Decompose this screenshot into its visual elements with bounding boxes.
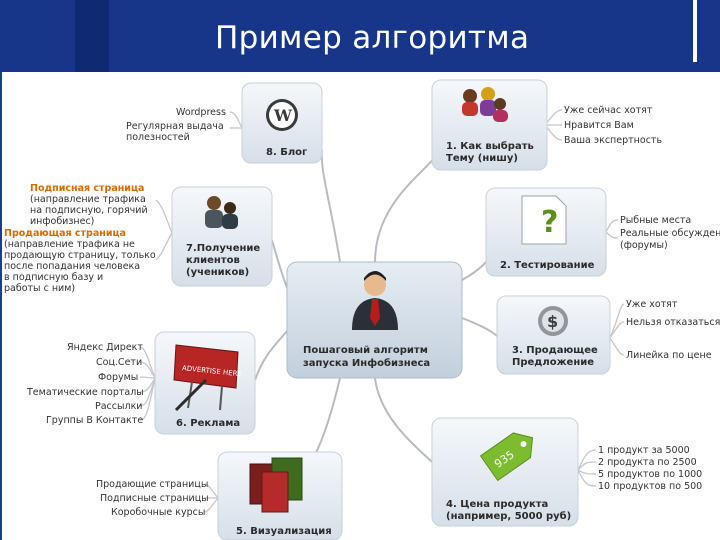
n3-leaf-2: Нельзя отказаться — [626, 317, 720, 328]
n8-leaf-1: Wordpress — [176, 107, 226, 118]
header-left-block — [0, 0, 75, 72]
n7-leaf-3: на подписную, горячий — [30, 205, 148, 216]
node-2-line-1: 2. Тестирование — [500, 260, 595, 271]
node-7-line-3: (учеников) — [186, 267, 249, 278]
n7-leaf-10: работы с ним) — [4, 283, 75, 294]
n1-leaf-2: Нравится Вам — [564, 120, 634, 131]
n2-leaf-1: Рыбные места — [620, 215, 691, 226]
svg-text:W: W — [273, 106, 293, 125]
dollar-gear-icon: $ — [538, 306, 568, 336]
people-group-icon — [462, 87, 508, 122]
node-8: W 8. Блог — [241, 82, 323, 164]
n4-leaf-1: 1 продукт за 5000 — [598, 445, 690, 456]
n6-leaf-3: Форумы — [98, 372, 138, 383]
n3-leaf-3: Линейка по цене — [626, 350, 712, 361]
node-7: 7.Получение клиентов (учеников) — [171, 186, 273, 287]
businessman-icon — [352, 271, 398, 330]
n1-leaf-3: Ваша экспертность — [564, 135, 662, 146]
node-4: 935 4. Цена продукта (например, 5000 руб… — [431, 417, 579, 527]
wordpress-icon: W — [266, 99, 298, 131]
node-1-line-2: Тему (нишу) — [446, 153, 518, 164]
n5-leaf-3: Коробочные курсы — [111, 507, 205, 518]
boxed-product-icon — [249, 457, 303, 513]
n2-leaf-2: Реальные обсуждения — [620, 228, 720, 239]
n2-leaf-3: (форумы) — [620, 240, 668, 251]
node-4-line-2: (например, 5000 руб) — [446, 510, 571, 522]
n6-leaf-2: Соц.Сети — [96, 357, 142, 368]
header-separator — [75, 0, 109, 72]
center-line-2: запуска Инфобизнеса — [303, 357, 430, 369]
n6-leaf-4: Тематические порталы — [26, 387, 144, 398]
node-2: ? 2. Тестирование — [485, 187, 607, 277]
branch-4 — [374, 377, 433, 463]
n4-leaf-2: 2 продукта по 2500 — [598, 457, 697, 468]
node-5-line-1: 5. Визуализация — [236, 526, 332, 537]
center-node: Пошаговый алгоритм запуска Инфобизнеса — [286, 261, 463, 379]
node-3-line-2: Предложение — [512, 357, 594, 368]
slide-title: Пример алгоритма — [215, 20, 530, 56]
branch-6 — [254, 329, 289, 381]
mindmap: 1. Как выбрать Тему (нишу) Уже сейчас хо… — [4, 79, 720, 540]
n5-leaf-1: Продающие страницы — [96, 479, 208, 490]
n7-leaf-6: (направление трафика не — [4, 239, 135, 250]
svg-text:$: $ — [547, 312, 558, 331]
n7-leaf-2: (направление трафика — [30, 194, 146, 205]
node-3-line-1: 3. Продающее — [512, 345, 598, 356]
n3-leaf-1: Уже хотят — [626, 299, 678, 310]
n7-leaf-1: Подписная страница — [30, 183, 144, 194]
node-1-line-1: 1. Как выбрать — [446, 140, 534, 152]
node-8-line-1: 8. Блог — [266, 147, 307, 158]
billboard-icon: ADVERTISE HERE — [173, 344, 242, 412]
n4-leaf-4: 10 продуктов по 500 — [598, 481, 702, 492]
center-line-1: Пошаговый алгоритм — [303, 345, 428, 356]
n7-leaf-4: инфобизнес) — [30, 216, 94, 227]
n8-leaf-3: полезностей — [126, 132, 190, 143]
branch-3 — [461, 317, 498, 337]
node-5: 5. Визуализация — [217, 451, 343, 540]
slide-header — [0, 0, 720, 72]
n7-leaf-8: после попадания человека — [4, 261, 140, 272]
left-stripe — [0, 72, 2, 540]
n4-leaf-3: 5 продуктов по 1000 — [598, 469, 702, 480]
node-4-line-1: 4. Цена продукта — [446, 499, 548, 510]
header-accent-bar — [693, 0, 697, 62]
node-1: 1. Как выбрать Тему (нишу) — [431, 79, 548, 171]
document-question-icon: ? — [521, 195, 567, 245]
svg-text:?: ? — [541, 205, 558, 240]
node-7-line-1: 7.Получение — [186, 243, 260, 254]
branch-7 — [271, 239, 289, 291]
node-6-line-1: 6. Реклама — [176, 418, 240, 429]
n8-leaf-2: Регулярная выдача — [126, 121, 224, 132]
price-tag-icon: 935 — [479, 432, 534, 482]
two-people-icon — [205, 196, 238, 229]
n6-leaf-6: Группы В Контакте — [46, 415, 143, 426]
n7-leaf-9: в подписную базу и — [4, 272, 103, 283]
n7-leaf-7: продающую страницу, только — [4, 250, 156, 261]
n7-leaf-5: Продающая страница — [4, 228, 126, 239]
node-6: ADVERTISE HERE 6. Реклама — [154, 331, 256, 435]
branch-8 — [320, 149, 341, 263]
branch-1 — [374, 149, 441, 263]
n6-leaf-5: Рассылки — [95, 401, 142, 412]
node-3: $ 3. Продающее Предложение — [496, 295, 611, 375]
n5-leaf-2: Подписные страницы — [100, 493, 209, 504]
n6-leaf-1: Яндекс Директ — [67, 342, 143, 353]
n1-leaf-1: Уже сейчас хотят — [564, 105, 653, 116]
node-7-line-2: клиентов — [186, 255, 240, 266]
